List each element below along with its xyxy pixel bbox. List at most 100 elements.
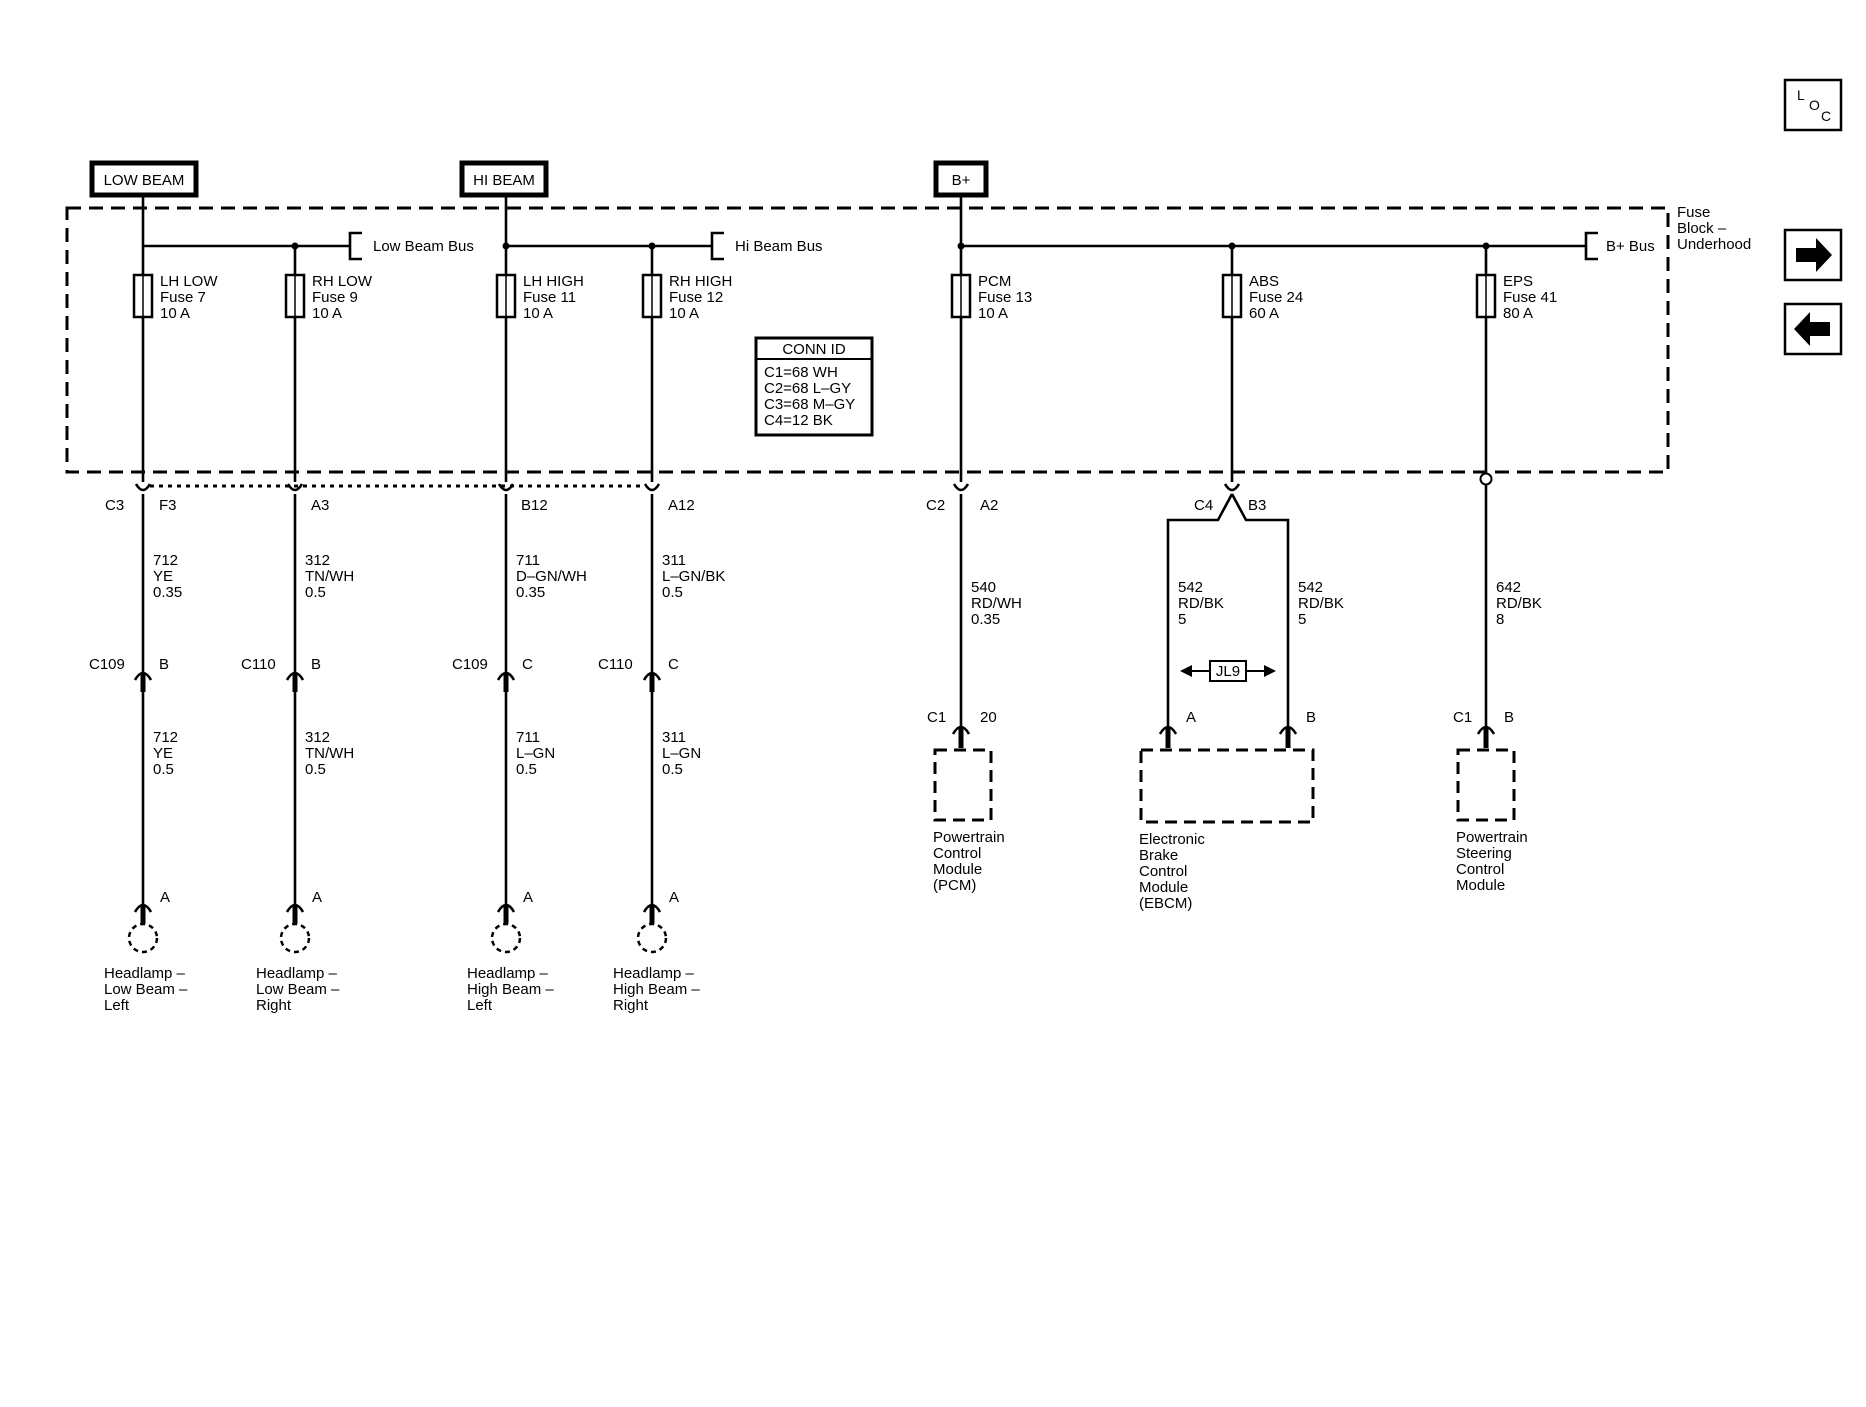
hi-beam-label: HI BEAM [473, 172, 535, 189]
svg-text:(EBCM): (EBCM) [1139, 895, 1192, 912]
svg-text:542: 542 [1178, 579, 1203, 596]
svg-text:312: 312 [305, 552, 330, 569]
hi-beam-bus-label: Hi Beam Bus [735, 238, 823, 255]
svg-text:RH HIGH: RH HIGH [669, 273, 732, 290]
svg-text:Headlamp –: Headlamp – [256, 965, 338, 982]
component-locator-icon[interactable]: L O C [1783, 78, 1843, 132]
svg-text:20: 20 [980, 709, 997, 726]
pcm-module-box [933, 748, 993, 822]
fuse-pcm: PCM Fuse 13 10 A [950, 273, 1032, 322]
svg-text:High Beam –: High Beam – [613, 981, 700, 998]
svg-text:C1: C1 [927, 709, 946, 726]
svg-text:RH LOW: RH LOW [312, 273, 373, 290]
svg-text:C1=68 WH: C1=68 WH [764, 364, 838, 381]
svg-text:High Beam –: High Beam – [467, 981, 554, 998]
ebcm-connector-a: A [1158, 709, 1196, 748]
svg-text:Fuse 13: Fuse 13 [978, 289, 1032, 306]
svg-text:C: C [522, 656, 533, 673]
svg-text:Module: Module [933, 861, 982, 878]
svg-text:0.5: 0.5 [153, 761, 174, 778]
wire-label: 712 YE 0.5 [153, 729, 178, 778]
svg-text:Fuse 9: Fuse 9 [312, 289, 358, 306]
svg-text:JL9: JL9 [1216, 663, 1240, 680]
svg-text:B: B [1306, 709, 1316, 726]
ebcm-connector-b: B [1278, 709, 1316, 748]
svg-text:RD/BK: RD/BK [1298, 595, 1344, 612]
svg-text:Headlamp –: Headlamp – [467, 965, 549, 982]
svg-text:RD/BK: RD/BK [1178, 595, 1224, 612]
wire-label: 542 RD/BK 5 [1298, 579, 1344, 628]
bplus-label-box: B+ [933, 160, 989, 198]
psm-module-box [1456, 748, 1516, 822]
svg-text:PCM: PCM [978, 273, 1011, 290]
pin-label: A3 [311, 497, 329, 514]
bplus-bus-label: B+ Bus [1606, 238, 1655, 255]
wire-label: 711 L–GN 0.5 [516, 729, 555, 778]
low-beam-label-box: LOW BEAM [89, 160, 199, 198]
inline-connector: C109 B [89, 656, 169, 692]
svg-text:0.5: 0.5 [305, 584, 326, 601]
fuse-eps: EPS Fuse 41 80 A [1475, 273, 1557, 322]
svg-text:C109: C109 [452, 656, 488, 673]
connector-eyelet [1479, 472, 1493, 486]
svg-text:711: 711 [516, 552, 540, 569]
low-beam-bus-connector [348, 231, 362, 261]
conn-id-table: CONN ID C1=68 WH C2=68 L–GY C3=68 M–GY C… [754, 336, 874, 437]
svg-text:311: 311 [662, 552, 686, 569]
svg-text:Underhood: Underhood [1677, 236, 1751, 253]
svg-text:LH LOW: LH LOW [160, 273, 218, 290]
connector-pin [1223, 483, 1241, 492]
headlamp-high-right: A Headlamp – High Beam – Right [613, 889, 700, 1014]
wire [1230, 493, 1290, 727]
svg-text:B: B [311, 656, 321, 673]
next-arrow-icon[interactable] [1783, 228, 1843, 282]
svg-text:Module: Module [1456, 877, 1505, 894]
pin-label: A12 [668, 497, 695, 514]
svg-text:Right: Right [613, 997, 649, 1014]
svg-text:C2=68 L–GY: C2=68 L–GY [764, 380, 851, 397]
connector-label: C2 [926, 497, 945, 514]
svg-text:Steering: Steering [1456, 845, 1512, 862]
fuse-abs: ABS Fuse 24 60 A [1221, 273, 1303, 322]
svg-text:542: 542 [1298, 579, 1323, 596]
svg-text:712: 712 [153, 729, 178, 746]
svg-text:711: 711 [516, 729, 540, 746]
svg-text:0.5: 0.5 [305, 761, 326, 778]
prev-arrow-icon[interactable] [1783, 302, 1843, 356]
svg-text:0.35: 0.35 [971, 611, 1000, 628]
svg-text:Fuse 12: Fuse 12 [669, 289, 723, 306]
svg-text:712: 712 [153, 552, 178, 569]
svg-text:Control: Control [1139, 863, 1187, 880]
svg-text:80 A: 80 A [1503, 305, 1533, 322]
svg-text:312: 312 [305, 729, 330, 746]
svg-text:A: A [669, 889, 679, 906]
svg-text:0.35: 0.35 [516, 584, 545, 601]
svg-text:(PCM): (PCM) [933, 877, 976, 894]
svg-text:0.5: 0.5 [662, 584, 683, 601]
svg-text:Module: Module [1139, 879, 1188, 896]
svg-text:D–GN/WH: D–GN/WH [516, 568, 587, 585]
fuse-block-outline [65, 206, 1670, 474]
svg-text:C1: C1 [1453, 709, 1472, 726]
psm-connector: C1 B [1453, 709, 1514, 748]
svg-text:RD/BK: RD/BK [1496, 595, 1542, 612]
svg-text:CONN ID: CONN ID [782, 341, 846, 358]
connector-pin [134, 483, 152, 492]
svg-text:C110: C110 [598, 656, 633, 673]
wire-label: 542 RD/BK 5 [1178, 579, 1224, 628]
svg-text:RD/WH: RD/WH [971, 595, 1022, 612]
svg-text:C: C [1821, 108, 1831, 124]
svg-text:C: C [668, 656, 679, 673]
pcm-module-label: Powertrain Control Module (PCM) [933, 829, 1005, 894]
svg-text:Fuse 41: Fuse 41 [1503, 289, 1557, 306]
svg-text:C109: C109 [89, 656, 125, 673]
fuse-rh-high: RH HIGH Fuse 12 10 A [641, 273, 732, 322]
svg-text:Block –: Block – [1677, 220, 1727, 237]
svg-text:8: 8 [1496, 611, 1504, 628]
svg-text:B: B [1504, 709, 1514, 726]
svg-text:A: A [312, 889, 322, 906]
svg-text:Fuse: Fuse [1677, 204, 1710, 221]
svg-text:YE: YE [153, 568, 173, 585]
svg-text:ABS: ABS [1249, 273, 1279, 290]
svg-text:10 A: 10 A [523, 305, 553, 322]
